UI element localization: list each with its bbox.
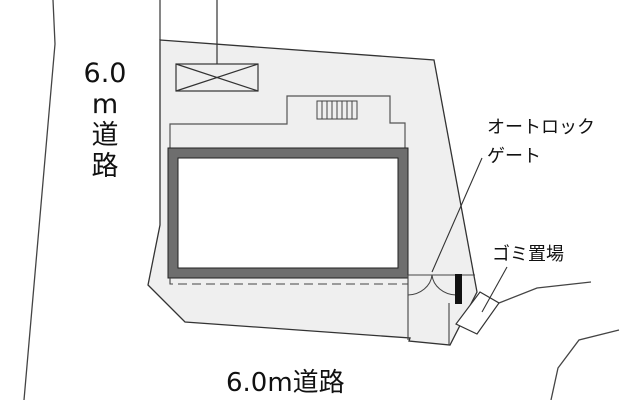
left-road-boundary: [23, 0, 161, 400]
autolock-gate-label: オートロック ゲート: [487, 113, 595, 171]
road-label-bottom: 6.0m道路: [226, 368, 345, 398]
right-road-boundary: [498, 281, 620, 400]
autolock-line2: ゲート: [487, 146, 541, 167]
parking-space-icon: [175, 63, 259, 92]
garbage-area-label: ゴミ置場: [492, 244, 564, 265]
road-left-line4: 路: [91, 151, 119, 182]
leader-lines: [431, 157, 508, 313]
road-left-line3: 道: [91, 120, 119, 151]
road-left-line2: m: [91, 89, 119, 120]
garbage-area-icon: [455, 291, 500, 335]
building-icon: [167, 147, 409, 279]
road-left-line1: 6.0: [83, 58, 127, 89]
bicycle-rack-icon: [316, 100, 358, 120]
gate-post-icon: [455, 274, 462, 304]
road-label-left: 6.0 m 道 路: [82, 58, 128, 182]
autolock-line1: オートロック: [487, 117, 595, 138]
eaves-dashed-line: [169, 278, 408, 285]
auto-lock-gate-icon: [407, 274, 475, 345]
building-step-outline: [169, 95, 406, 150]
